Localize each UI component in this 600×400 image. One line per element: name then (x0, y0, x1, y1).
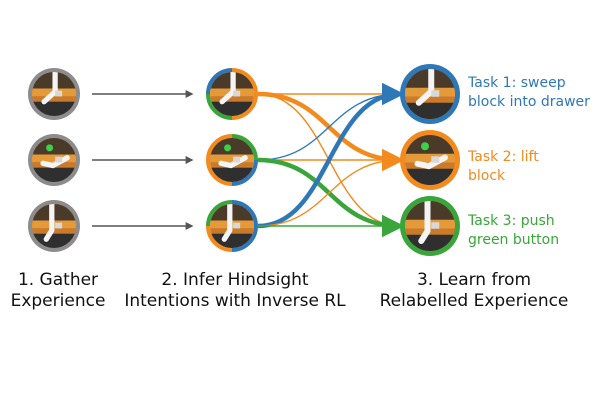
task-node-3 (400, 196, 460, 256)
task-1-line2: block into drawer (468, 94, 590, 110)
relabel-links (257, 82, 405, 238)
intention-ring-segment (206, 134, 233, 186)
intention-ring-segment (231, 159, 258, 186)
intention-ring-segment (231, 200, 258, 252)
experience-nodes (28, 64, 460, 256)
robot-scene-image (210, 72, 254, 116)
intention-ring-segment (206, 93, 233, 120)
experience-node-1 (28, 68, 80, 120)
relabel-link-2-to-1 (257, 93, 401, 161)
stage-1-label: 1. Gather Experience (0, 270, 116, 312)
stage-3-label: 3. Learn from Relabelled Experience (368, 270, 580, 312)
task-1-label: Task 1: sweep block into drawer (468, 74, 590, 112)
stage-1-label-line2: Experience (10, 291, 106, 311)
task-3-label: Task 3: push green button (468, 212, 559, 250)
stage-2-label-line2: Intentions with Inverse RL (124, 291, 346, 311)
task-1-line1: Task 1: sweep (468, 75, 566, 91)
intention-ring-segment (206, 225, 233, 252)
relabel-link-3-to-1 (257, 82, 405, 229)
task-node-2 (400, 130, 460, 190)
task-3-line2: green button (468, 232, 560, 248)
stage-1-label-line1: 1. Gather (17, 270, 99, 290)
robot-scene-image (32, 204, 76, 248)
robot-scene-image (32, 138, 76, 182)
stage-3-label-line1: 3. Learn from (416, 270, 532, 290)
robot-scene-image (405, 69, 455, 119)
stage-2-label: 2. Infer Hindsight Intentions with Inver… (110, 270, 360, 312)
robot-scene-image (405, 135, 455, 185)
robot-scene-image (210, 138, 254, 182)
task-3-line1: Task 3: push (468, 213, 555, 229)
task-2-label: Task 2: lift block (468, 148, 539, 186)
inferred-node-3 (206, 200, 258, 252)
intention-ring-segment (231, 134, 258, 161)
inferred-node-2 (206, 134, 258, 186)
task-node-1 (400, 64, 460, 124)
stage-3-label-line2: Relabelled Experience (379, 291, 569, 311)
relabel-link-3-to-2 (257, 159, 401, 227)
inferred-node-1 (206, 68, 258, 120)
task-2-line2: block (468, 168, 506, 184)
intention-ring-segment (231, 68, 258, 120)
robot-scene-image (210, 204, 254, 248)
experience-node-3 (28, 200, 80, 252)
robot-scene-image (405, 201, 455, 251)
gather-arrows (92, 90, 194, 230)
intention-ring-segment (206, 200, 233, 227)
experience-node-2 (28, 134, 80, 186)
intention-ring-segment (206, 68, 233, 95)
stage-2-label-line1: 2. Infer Hindsight (161, 270, 309, 290)
task-2-line1: Task 2: lift (468, 149, 539, 165)
robot-scene-image (32, 72, 76, 116)
